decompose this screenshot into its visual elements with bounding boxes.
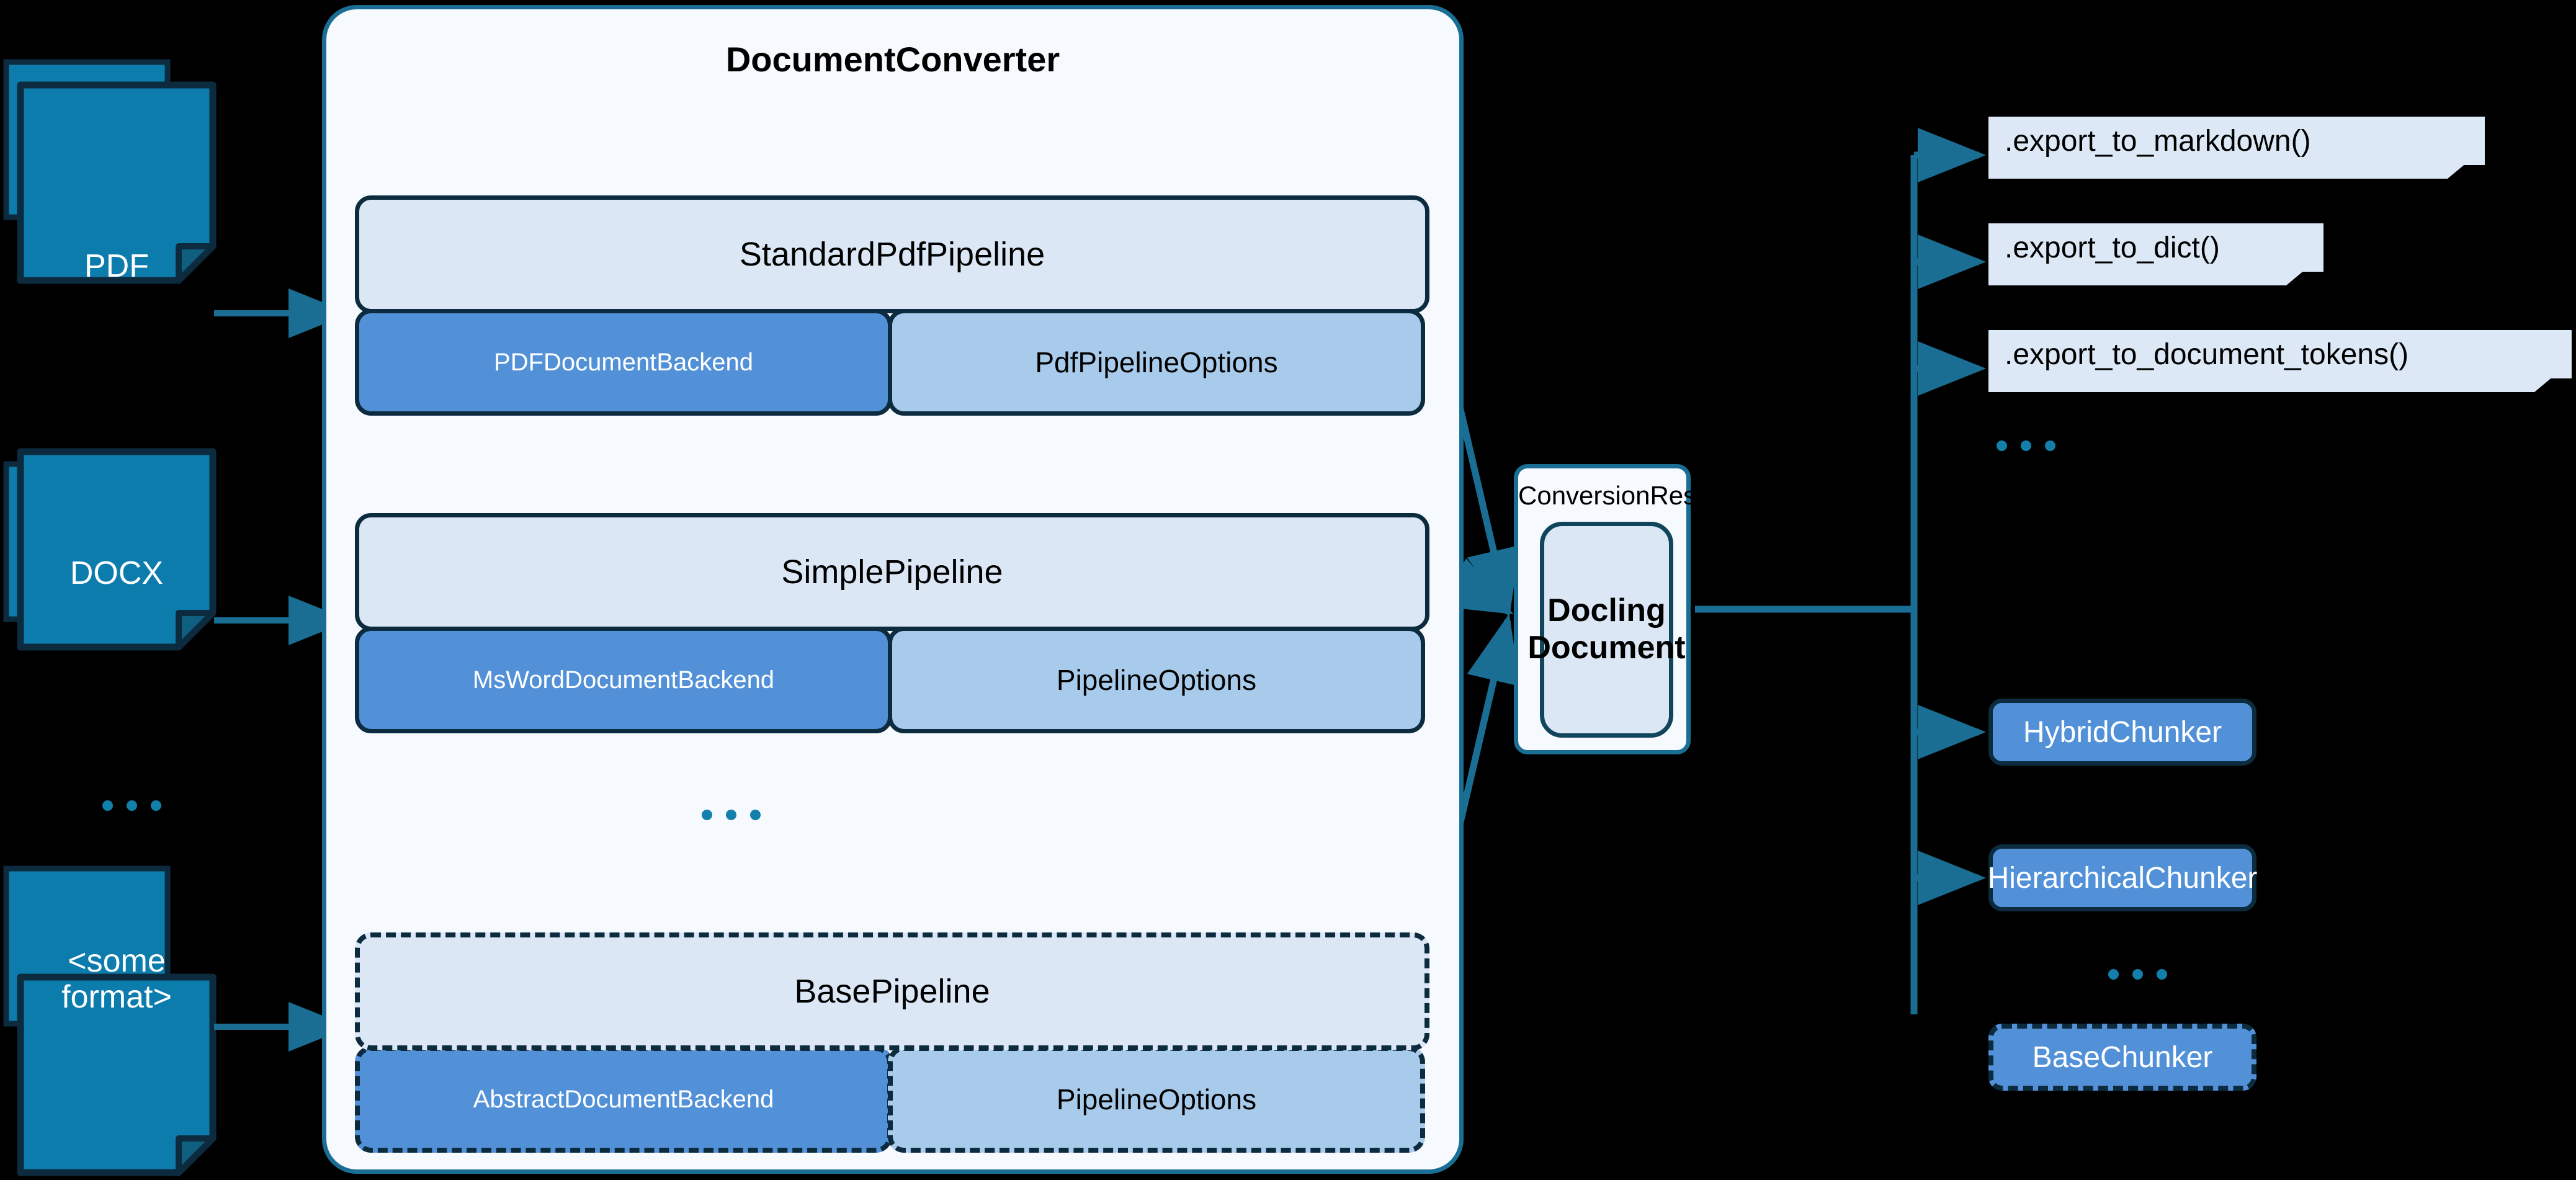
export-chip-dict[interactable]: .export_to_dict() (1988, 223, 2323, 272)
pipeline-options: PdfPipelineOptions (888, 309, 1425, 416)
some-format-document-icon (3, 865, 217, 1176)
docx-document-icon (3, 448, 217, 651)
page-title: DocumentConverter (725, 40, 1060, 79)
pipeline-options: PipelineOptions (888, 627, 1425, 733)
input-doc-label-docx: DOCX (69, 555, 164, 591)
document-converter-panel: DocumentConverter StandardPdfPipeline PD… (322, 5, 1464, 1174)
converter-ellipsis (702, 810, 761, 820)
export-chip-markdown[interactable]: .export_to_markdown() (1988, 117, 2485, 165)
chunker-base[interactable]: BaseChunker (1988, 1024, 2256, 1091)
chunkers-ellipsis (2108, 969, 2167, 980)
pipeline-group-simple[interactable]: SimplePipeline MsWordDocumentBackend Pip… (355, 513, 1429, 733)
exports-ellipsis (1997, 440, 2055, 451)
input-doc-label-pdf: PDF (84, 248, 149, 284)
input-ellipsis (102, 800, 161, 811)
conversion-result-label: ConversionResult (1518, 481, 1724, 510)
input-doc-label-some-format: <some format> (61, 943, 172, 1016)
output-branch-arrows (1914, 128, 1986, 905)
docling-document-box: Docling Document (1527, 522, 1686, 738)
pipeline-backend: AbstractDocumentBackend (355, 1046, 892, 1153)
pipeline-backend: PDFDocumentBackend (355, 309, 892, 416)
pipeline-header: BasePipeline (355, 932, 1429, 1050)
pipeline-group-standard-pdf[interactable]: StandardPdfPipeline PDFDocumentBackend P… (355, 195, 1429, 416)
chunker-hierarchical[interactable]: HierarchicalChunker (1988, 844, 2257, 911)
conversion-result-box: ConversionResult Docling Document (1514, 464, 1724, 754)
pipeline-group-base[interactable]: BasePipeline AbstractDocumentBackend Pip… (355, 932, 1429, 1153)
output-trunk (1695, 155, 1918, 1014)
export-chip-document-tokens[interactable]: .export_to_document_tokens() (1988, 330, 2572, 378)
chunker-hybrid[interactable]: HybridChunker (1988, 699, 2256, 766)
pipeline-header: SimplePipeline (355, 513, 1429, 631)
pipeline-backend: MsWordDocumentBackend (355, 627, 892, 733)
pipeline-header: StandardPdfPipeline (355, 195, 1429, 313)
pipeline-options: PipelineOptions (888, 1046, 1425, 1153)
